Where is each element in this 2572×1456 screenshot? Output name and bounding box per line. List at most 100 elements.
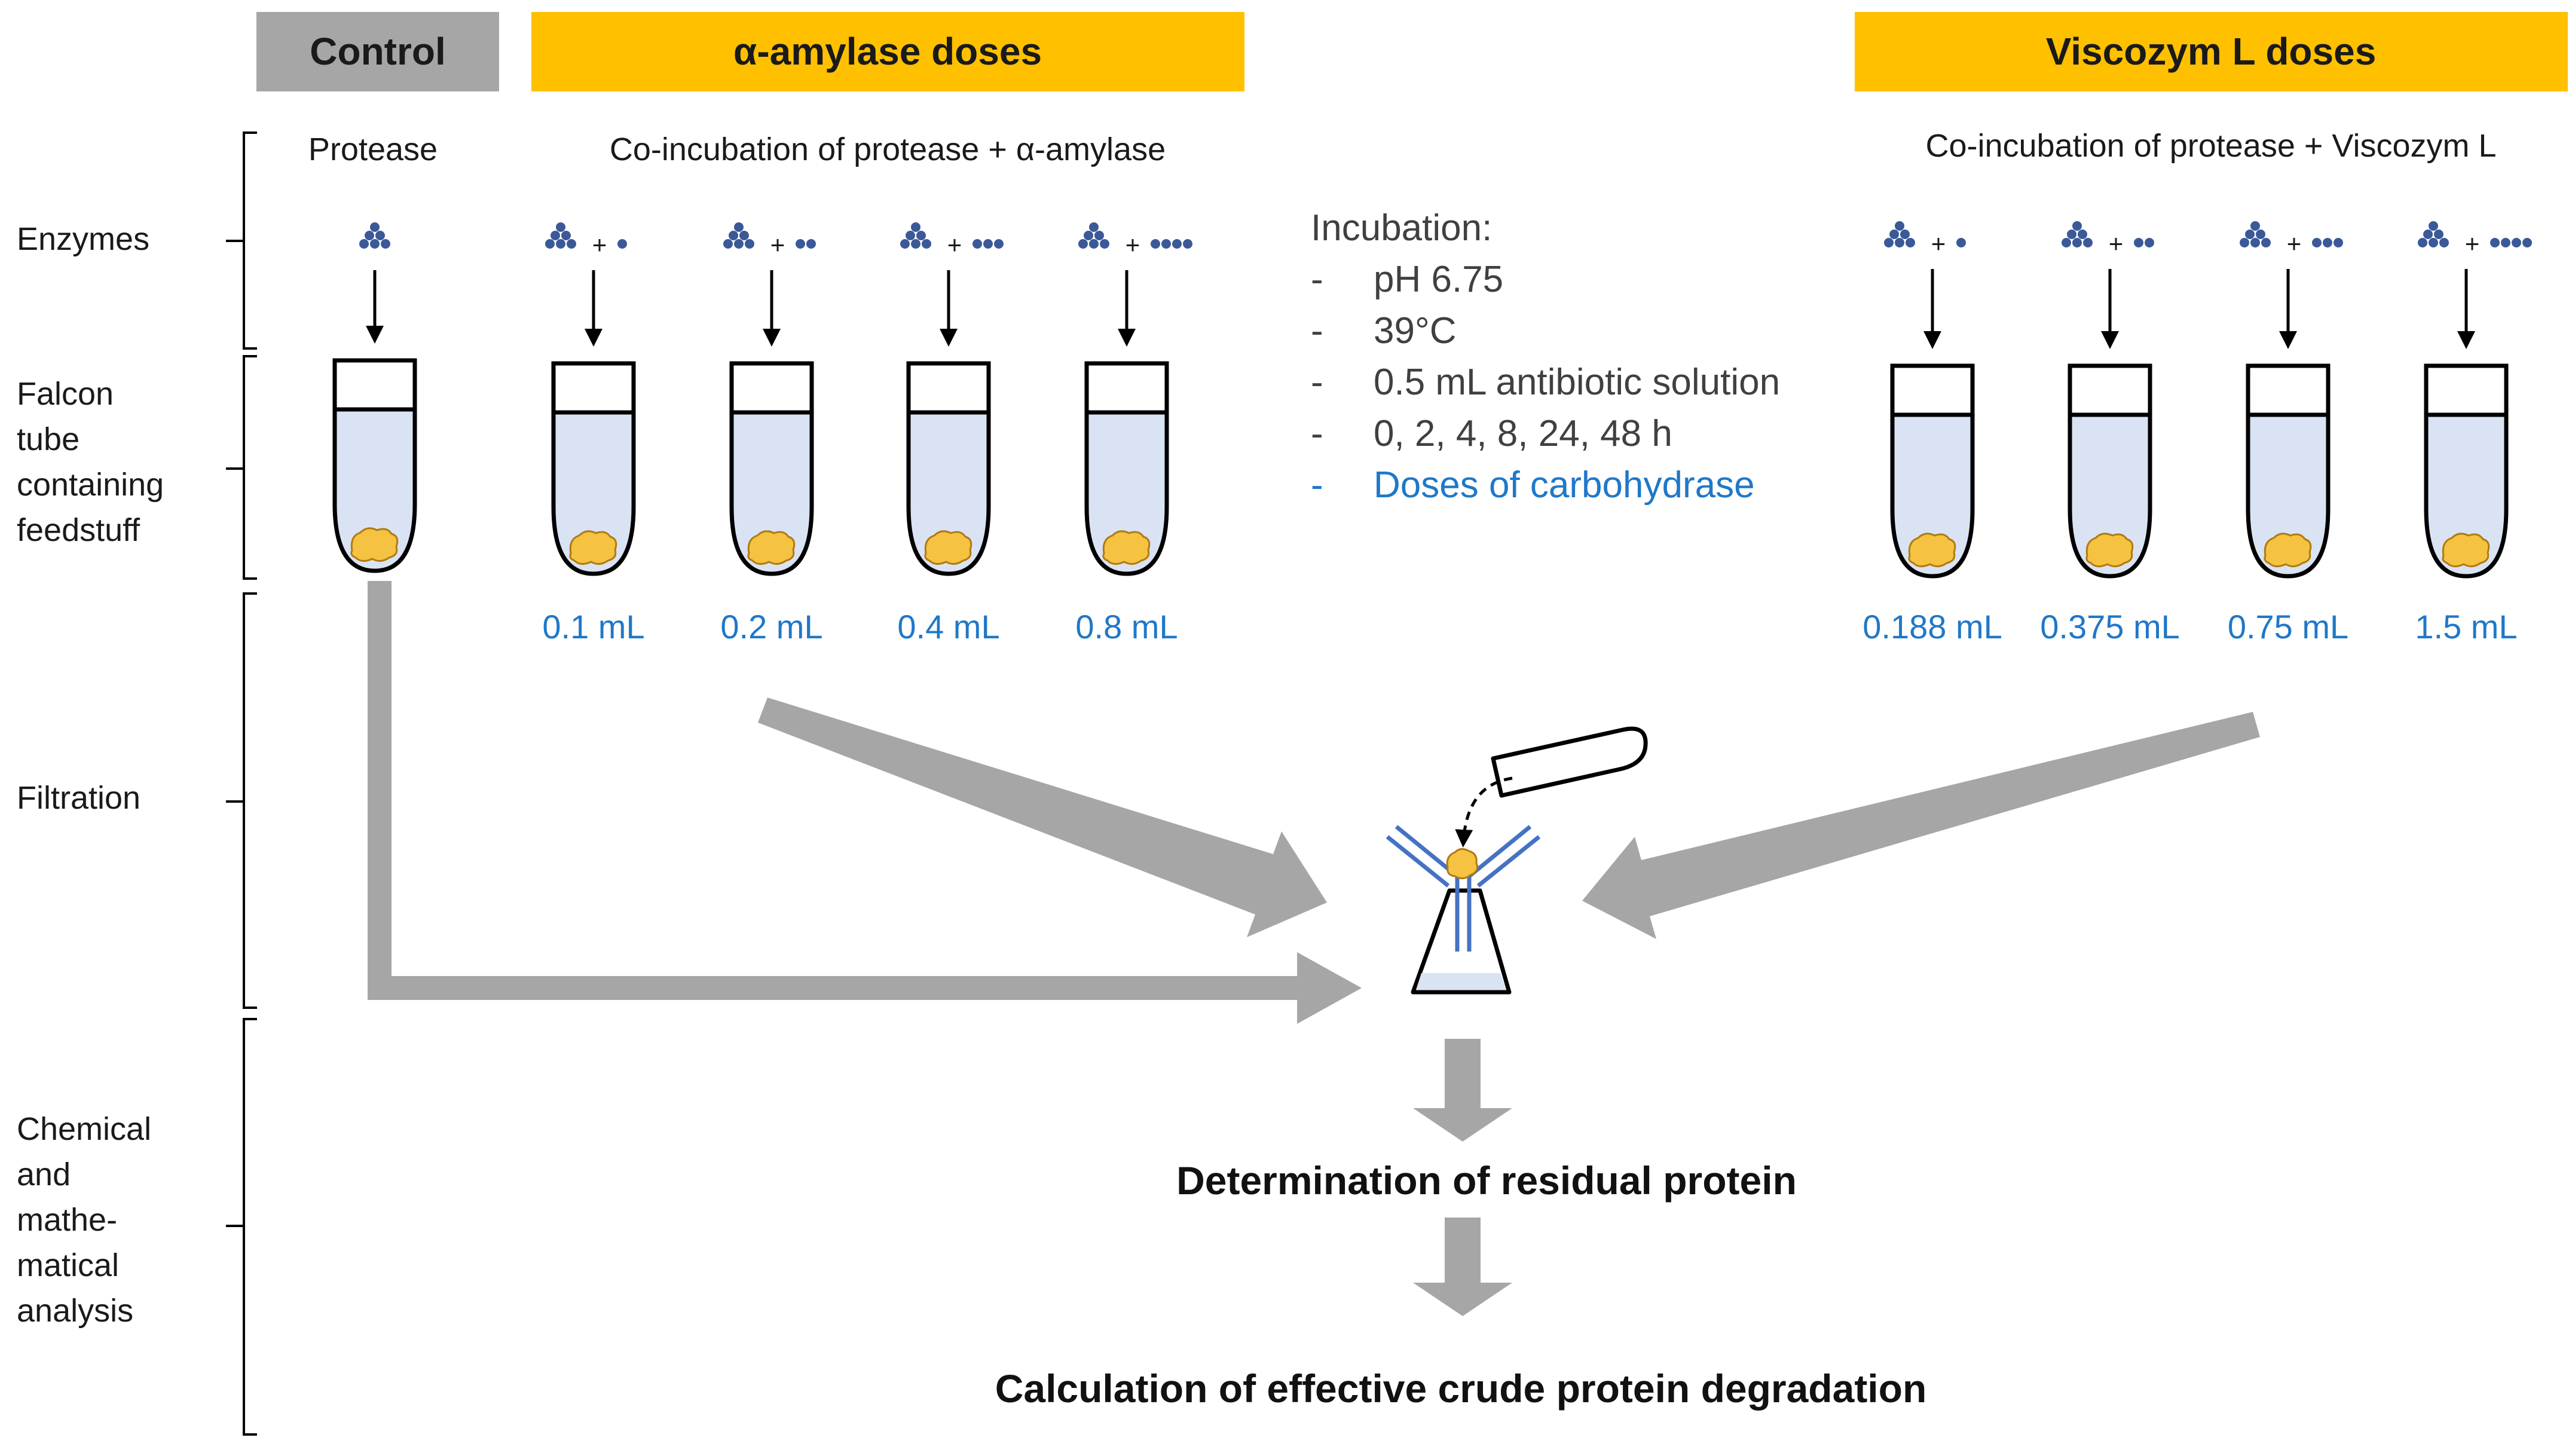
protease-enzyme-icon [723,222,754,249]
label-chemical-line: matical [17,1247,119,1283]
falcon-tube-icon [1892,366,1972,576]
arrow-viscozym-to-filter [1582,712,2260,939]
label-chemical-line: and [17,1157,71,1192]
result-residual-protein: Determination of residual protein [1176,1158,1797,1203]
protease-enzyme-icon [1078,222,1109,249]
feed-sample-icon [1446,848,1479,879]
incubation-dash: - [1311,259,1323,300]
plus-sign: + [947,231,962,259]
incubation-dash-blue: - [1311,464,1323,506]
subtitle-amylase: Co-incubation of protease + α-amylase [610,131,1166,167]
incubation-list: - pH 6.75 - 39°C - 0.5 mL antibiotic sol… [1311,259,1780,506]
tube-column: +0.2 mL [720,222,823,646]
tube-column: +0.375 mL [2040,221,2180,646]
header-amylase: α-amylase doses [733,30,1042,73]
arrow-control-to-filter [368,581,1362,1024]
label-falcon-line: feedstuff [17,512,140,548]
protease-enzyme-icon [900,222,931,249]
tube-column: +0.1 mL [542,222,645,646]
incubation-title: Incubation: [1311,207,1492,249]
carbohydrase-enzyme-icon [617,239,627,249]
label-chemical-line: analysis [17,1293,133,1329]
plus-sign: + [2465,230,2480,258]
carbohydrase-enzyme-icon [1151,239,1192,249]
carbohydrase-enzyme-icon [2312,238,2343,247]
dose-label: 0.75 mL [2228,608,2348,646]
incubation-dash: - [1311,362,1323,403]
label-filtration: Filtration [17,780,140,816]
dose-label: 0.1 mL [542,608,644,646]
dose-label: 0.375 mL [2040,608,2180,646]
protease-enzyme-icon [1884,221,1915,247]
result-calculation: Calculation of effective crude protein d… [995,1366,1927,1411]
protease-enzyme-icon [2062,221,2093,247]
protease-enzyme-icon [2418,221,2449,247]
falcon-tube-icon [732,363,812,574]
header-viscozym: Viscozym L doses [2046,30,2377,73]
dose-label: 0.8 mL [1075,608,1178,646]
falcon-tube-icon [335,360,415,571]
carbohydrase-enzyme-icon [972,239,1004,249]
dose-label: 0.188 mL [1863,608,2002,646]
header-box-amylase [531,12,1244,91]
label-chemical-line: Chemical [17,1111,151,1147]
tube-column [335,222,415,571]
sample-tube-icon [1491,726,1648,798]
dose-label: 0.2 mL [720,608,822,646]
transfer-dashed-arrow [1455,776,1513,848]
plus-sign: + [2287,230,2302,258]
label-falcon-line: containing [17,467,164,503]
label-enzymes: Enzymes [17,221,149,257]
incubation-dash: - [1311,310,1323,351]
falcon-tube-icon [553,363,634,574]
plus-sign: + [1931,230,1946,258]
falcon-tube-icon [2426,366,2506,576]
falcon-tube-icon [1087,363,1167,574]
falcon-tube-icon [909,363,989,574]
plus-sign: + [592,231,607,259]
carbohydrase-enzyme-icon [2134,238,2154,247]
header-box-viscozym [1855,12,2568,91]
incubation-item: 0.5 mL antibiotic solution [1374,362,1780,403]
label-falcon-line: Falcon [17,376,114,412]
protease-enzyme-icon [2240,221,2271,247]
incubation-item: pH 6.75 [1374,259,1503,300]
falcon-tube-icon [2248,366,2328,576]
plus-sign: + [1126,231,1140,259]
tube-column: +0.8 mL [1075,222,1192,646]
dose-label: 0.4 mL [897,608,999,646]
arrow-amylase-to-filter [758,698,1327,937]
subtitle-viscozym: Co-incubation of protease + Viscozym L [1925,128,2496,164]
subtitle-control: Protease [308,131,438,167]
carbohydrase-enzyme-icon [796,239,816,249]
protease-enzyme-icon [545,222,576,249]
plus-sign: + [770,231,785,259]
carbohydrase-enzyme-icon [2490,238,2532,247]
tube-column: +1.5 mL [2415,221,2532,646]
label-chemical-line: mathe- [17,1202,117,1238]
falcon-tube-icon [2070,366,2150,576]
flask-liquid [1416,973,1506,990]
label-chemical-analysis: Chemical and mathe- matical analysis [17,1111,160,1329]
incubation-highlight: Doses of carbohydrase [1374,464,1755,506]
protease-enzyme-icon [359,222,390,249]
arrow-residual-to-calculation [1413,1218,1512,1316]
arrow-filter-to-residual [1413,1039,1512,1142]
left-brackets [226,131,257,1436]
dose-label: 1.5 mL [2415,608,2517,646]
label-falcon-tube: Falcon tube containing feedstuff [17,376,173,548]
tube-columns: +0.1 mL+0.2 mL+0.4 mL+0.8 mL+0.188 mL+0.… [335,221,2532,646]
header-control: Control [310,30,446,73]
label-falcon-line: tube [17,421,79,457]
flow-arrows [368,581,2260,1316]
filtration-apparatus [1386,726,1648,995]
carbohydrase-enzyme-icon [1956,238,1966,247]
tube-column: +0.188 mL [1863,221,2002,646]
incubation-item: 0, 2, 4, 8, 24, 48 h [1374,413,1672,454]
header-box-control [256,12,499,91]
tube-column: +0.4 mL [897,222,1004,646]
incubation-item: 39°C [1374,310,1457,351]
tube-column: +0.75 mL [2228,221,2348,646]
incubation-dash: - [1311,413,1323,454]
